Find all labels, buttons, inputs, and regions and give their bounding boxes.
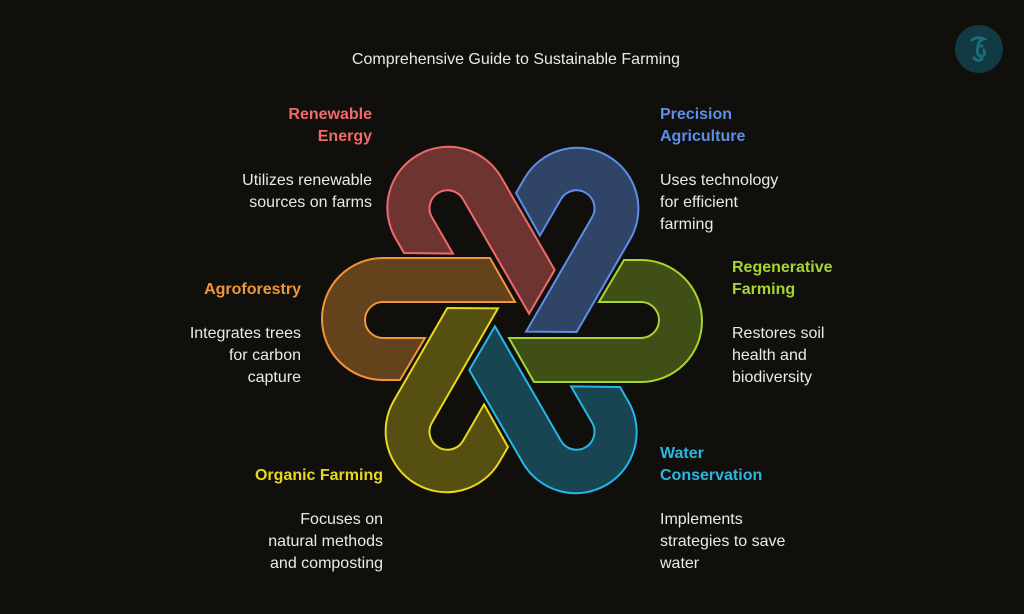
agroforestry-title-1: Agroforestry [204,281,301,298]
water-conservation-label: Water Conservation Implements strategies… [660,443,860,575]
precision-agriculture-title-1: Precision [660,106,733,123]
organic-farming-desc-3: and composting [270,555,383,572]
organic-farming-label: Organic Farming Focuses on natural metho… [163,465,383,575]
water-conservation-title-2: Conservation [660,467,763,484]
agroforestry-desc-3: capture [247,369,301,386]
renewable-energy-desc-1: Utilizes renewable [242,172,372,189]
organic-farming-desc-1: Focuses on [300,511,383,528]
logo [955,25,1003,73]
regenerative-farming-title-1: Regenerative [732,259,833,276]
renewable-energy-desc-2: sources on farms [249,194,372,211]
organic-farming-desc-2: natural methods [268,533,383,550]
precision-agriculture-desc-3: farming [660,216,714,233]
regenerative-farming-label: Regenerative Farming Restores soil healt… [732,257,932,389]
page-title: Comprehensive Guide to Sustainable Farmi… [351,51,681,68]
renewable-energy-title-2: Energy [317,128,372,145]
regenerative-farming-desc-3: biodiversity [732,369,813,386]
f-logo-icon [970,36,988,62]
regenerative-farming-desc-2: health and [732,347,807,364]
water-conservation-desc-2: strategies to save [660,533,786,550]
renewable-energy-title-1: Renewable [288,106,372,123]
regenerative-farming-title-2: Farming [732,281,796,298]
agroforestry-label: Agroforestry Integrates trees for carbon… [101,279,301,389]
precision-agriculture-desc-1: Uses technology [660,172,779,189]
water-conservation-desc-3: water [660,555,700,572]
water-conservation-desc-1: Implements [660,511,743,528]
precision-agriculture-title-2: Agriculture [660,128,746,145]
water-conservation-title-1: Water [660,445,704,462]
agroforestry-desc-1: Integrates trees [189,325,301,342]
agroforestry-desc-2: for carbon [228,347,301,364]
precision-agriculture-desc-2: for efficient [660,194,738,211]
precision-agriculture-label: Precision Agriculture Uses technology fo… [660,104,860,236]
renewable-energy-label: Renewable Energy Utilizes renewable sour… [172,104,372,214]
regenerative-farming-desc-1: Restores soil [732,325,825,342]
organic-farming-title-1: Organic Farming [254,467,383,484]
